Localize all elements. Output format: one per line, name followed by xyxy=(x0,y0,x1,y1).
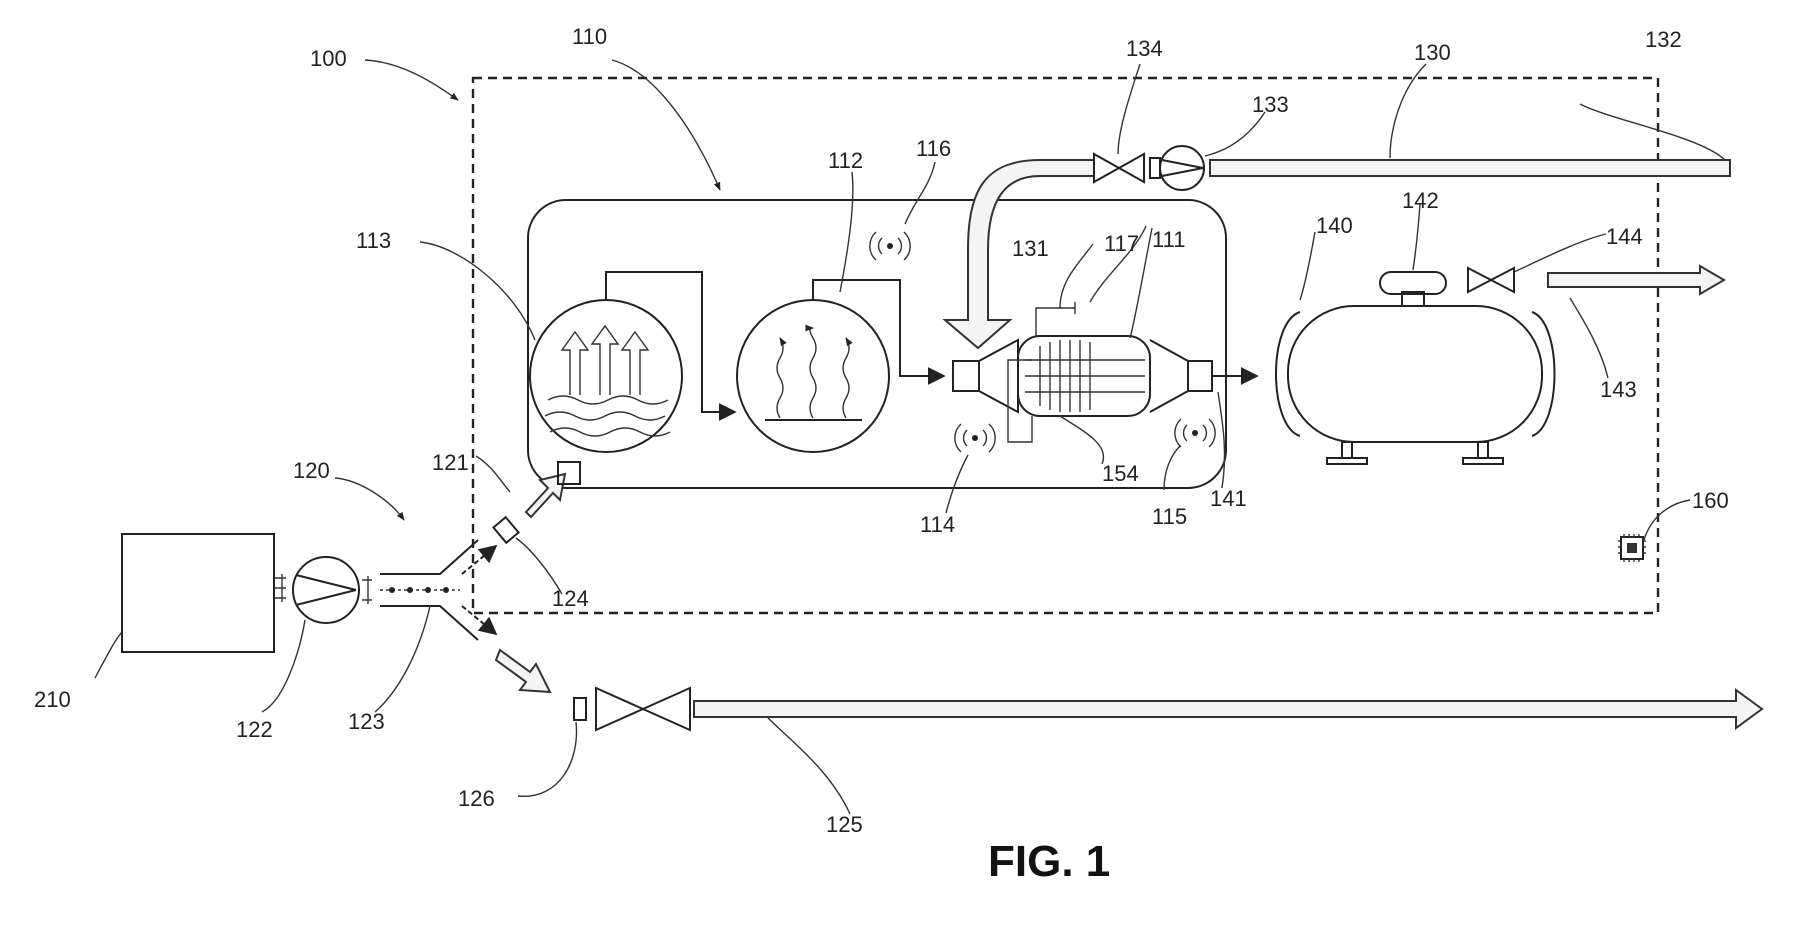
system-boundary-100 xyxy=(473,78,1658,613)
outlet-arrow-143 xyxy=(1548,266,1724,294)
label-112: 112 xyxy=(828,148,863,173)
valve-144 xyxy=(1468,268,1514,292)
splitter-123 xyxy=(380,540,496,640)
wireless-sensor-116-icon xyxy=(870,232,910,260)
supply-line-130 xyxy=(945,160,1730,348)
label-143: 143 xyxy=(1600,377,1637,402)
label-116: 116 xyxy=(916,136,951,161)
label-111: 111 xyxy=(1152,227,1185,252)
label-160: 160 xyxy=(1692,488,1729,513)
label-115: 115 xyxy=(1152,504,1187,529)
connector-right xyxy=(362,576,372,604)
label-123: 123 xyxy=(348,709,385,734)
bypass-line-125 xyxy=(694,690,1762,728)
pump-133 xyxy=(1150,146,1204,190)
label-140: 140 xyxy=(1316,213,1353,238)
storage-tank-140 xyxy=(1276,272,1555,464)
bypass-arrow xyxy=(496,650,550,692)
label-122: 122 xyxy=(236,717,273,742)
source-210 xyxy=(122,534,274,652)
label-132: 132 xyxy=(1645,27,1682,52)
label-125: 125 xyxy=(826,812,863,837)
label-142: 142 xyxy=(1402,188,1439,213)
label-134: 134 xyxy=(1126,36,1163,61)
label-120: 120 xyxy=(293,458,330,483)
label-133: 133 xyxy=(1252,92,1289,117)
label-114: 114 xyxy=(920,512,955,537)
label-100: 100 xyxy=(310,46,347,71)
evaporator-113 xyxy=(530,300,682,452)
label-110: 110 xyxy=(572,24,607,49)
label-130: 130 xyxy=(1414,40,1451,65)
flow-line-113-112 xyxy=(606,272,735,412)
label-121: 121 xyxy=(432,450,469,475)
label-210: 210 xyxy=(34,687,71,712)
wireless-sensor-115-icon xyxy=(1175,419,1215,447)
label-131: 131 xyxy=(1012,236,1049,261)
figure-caption: FIG. 1 xyxy=(988,837,1110,886)
label-154: 154 xyxy=(1102,461,1139,486)
connector-126 xyxy=(574,698,586,720)
heater-112 xyxy=(737,300,889,452)
label-141: 141 xyxy=(1210,486,1247,511)
label-144: 144 xyxy=(1606,224,1643,249)
valve-126 xyxy=(596,688,690,730)
label-124: 124 xyxy=(552,586,589,611)
flow-line-112-111 xyxy=(813,280,944,376)
valve-134 xyxy=(1094,154,1144,182)
controller-chip-160-icon xyxy=(1618,534,1646,562)
wireless-sensor-114-icon xyxy=(955,424,995,452)
label-113: 113 xyxy=(356,228,391,253)
label-117: 117 xyxy=(1104,231,1139,256)
connector-left xyxy=(274,574,286,602)
pump-122 xyxy=(293,557,359,623)
label-126: 126 xyxy=(458,786,495,811)
